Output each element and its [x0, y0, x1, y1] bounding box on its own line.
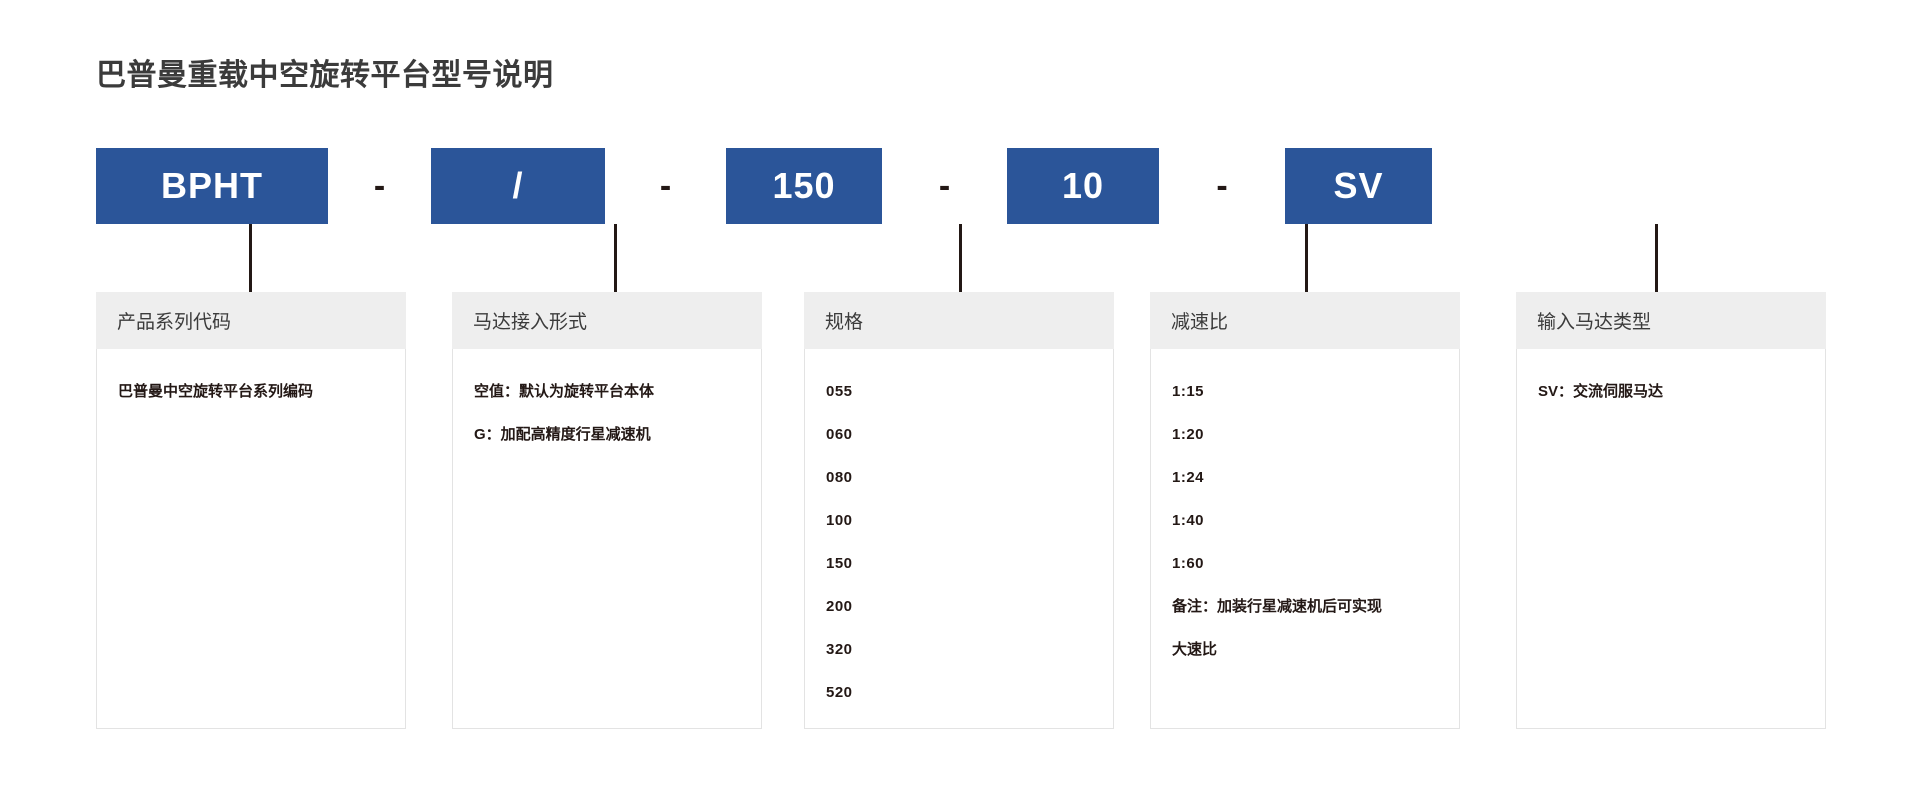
column-line: 1:24	[1172, 469, 1205, 486]
code-chip: BPHT	[96, 148, 328, 224]
page-title: 巴普曼重载中空旋转平台型号说明	[96, 59, 554, 92]
column-line: 大速比	[1172, 641, 1218, 658]
column-header: 输入马达类型	[1516, 292, 1826, 349]
connector-line	[959, 224, 962, 292]
column-line: 1:15	[1172, 383, 1205, 400]
column-line: 150	[826, 555, 853, 572]
column-line: 060	[826, 426, 853, 443]
column-line: 巴普曼中空旋转平台系列编码	[118, 383, 314, 400]
column-line: 1:60	[1172, 555, 1205, 572]
column-body: 055 060 080 100 150 200 320 520	[804, 349, 1114, 729]
connector-line	[614, 224, 617, 292]
column-header: 减速比	[1150, 292, 1460, 349]
column-line: 200	[826, 598, 853, 615]
column-line: 055	[826, 383, 853, 400]
column-line: 320	[826, 641, 853, 658]
connector-line	[1305, 224, 1308, 292]
column-header: 规格	[804, 292, 1114, 349]
code-separator: -	[938, 166, 951, 205]
column-line: 备注：加装行星减速机后可实现	[1172, 598, 1383, 615]
column-line: 1:40	[1172, 512, 1205, 529]
column-line: G：加配高精度行星减速机	[474, 426, 651, 443]
column-line: 080	[826, 469, 853, 486]
code-separator: -	[373, 166, 386, 205]
column-body: SV：交流伺服马达	[1516, 349, 1826, 729]
column-line: 1:20	[1172, 426, 1205, 443]
column-line: 空值：默认为旋转平台本体	[474, 383, 655, 400]
code-chip: 10	[1007, 148, 1159, 224]
column-body: 空值：默认为旋转平台本体 G：加配高精度行星减速机	[452, 349, 762, 729]
column-header: 马达接入形式	[452, 292, 762, 349]
code-chip: 150	[726, 148, 882, 224]
code-chip: SV	[1285, 148, 1432, 224]
connector-line	[1655, 224, 1658, 292]
column-header: 产品系列代码	[96, 292, 406, 349]
description-column: 输入马达类型 SV：交流伺服马达	[1516, 292, 1826, 729]
connector-line	[249, 224, 252, 292]
description-column: 产品系列代码巴普曼中空旋转平台系列编码	[96, 292, 406, 729]
description-column: 马达接入形式空值：默认为旋转平台本体 G：加配高精度行星减速机	[452, 292, 762, 729]
column-line: 520	[826, 684, 853, 701]
column-body: 巴普曼中空旋转平台系列编码	[96, 349, 406, 729]
code-chip: /	[431, 148, 605, 224]
model-code-row: BPHT / 150 10 SV - - - -	[0, 148, 1920, 224]
column-line: 100	[826, 512, 853, 529]
code-separator: -	[659, 166, 672, 205]
description-column: 规格 055 060 080 100 150 200 320 520	[804, 292, 1114, 729]
column-body: 1:15 1:20 1:24 1:40 1:60 备注：加装行星减速机后可实现大速比	[1150, 349, 1460, 729]
column-line: SV：交流伺服马达	[1538, 383, 1664, 400]
code-separator: -	[1216, 166, 1228, 205]
description-column: 减速比 1:15 1:20 1:24 1:40 1:60 备注：加装行星减速机后可实现大速比	[1150, 292, 1460, 729]
